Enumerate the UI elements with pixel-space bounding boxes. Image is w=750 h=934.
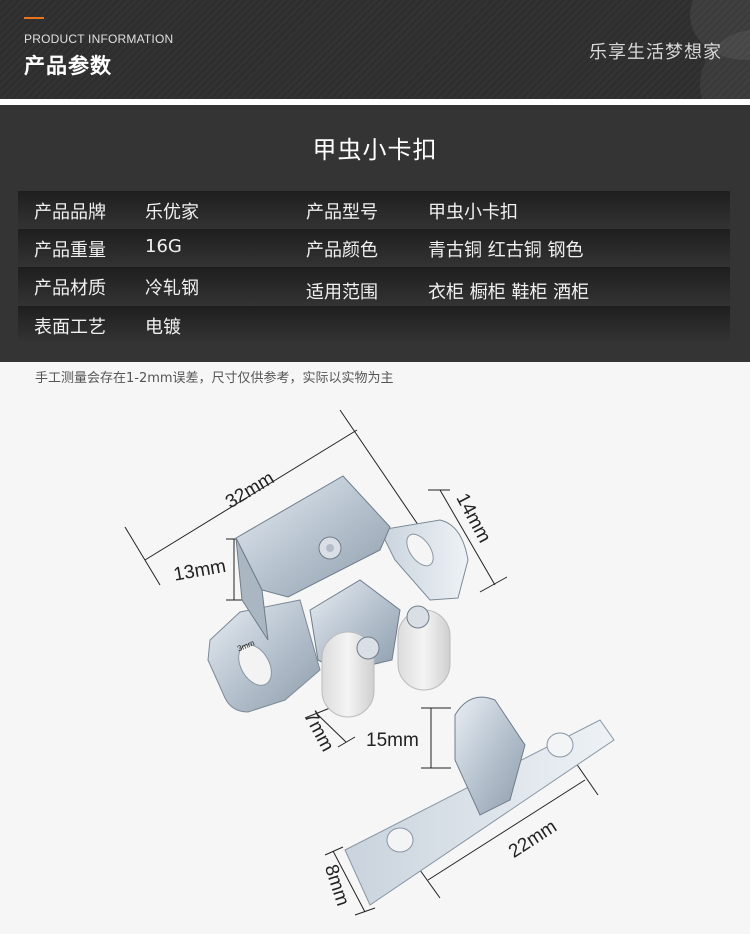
spec-row: 表面工艺 电镀 bbox=[18, 306, 730, 342]
spec-value: 电镀 bbox=[145, 317, 181, 338]
header-slogan: 乐享生活梦想家 bbox=[589, 42, 722, 63]
dim-strike-height-label: 15mm bbox=[366, 730, 419, 751]
header-title: 产品参数 bbox=[24, 54, 112, 78]
spec-label: 产品重量 bbox=[34, 240, 106, 261]
spec-panel: 甲虫小卡扣 产品品牌 乐优家 产品型号 甲虫小卡扣 产品重量 16G 产品颜色 … bbox=[0, 105, 750, 362]
spec-label: 产品品牌 bbox=[34, 202, 106, 223]
accent-line bbox=[24, 17, 44, 19]
product-dimension-drawing: 32mm 14mm 13mm 3mm 7mm 15mm 22mm 8mm bbox=[0, 390, 750, 934]
spec-label: 产品颜色 bbox=[306, 240, 378, 261]
spec-label: 产品型号 bbox=[306, 202, 378, 223]
spec-value: 青古铜 红古铜 钢色 bbox=[428, 240, 584, 261]
spec-value: 冷轧钢 bbox=[145, 278, 199, 299]
measurement-note: 手工测量会存在1-2mm误差，尺寸仅供参考，实际以实物为主 bbox=[35, 371, 394, 386]
catch-illustration bbox=[124, 409, 615, 916]
spec-table: 产品品牌 乐优家 产品型号 甲虫小卡扣 产品重量 16G 产品颜色 青古铜 红古… bbox=[18, 191, 730, 342]
product-name-title: 甲虫小卡扣 bbox=[312, 136, 438, 164]
spec-label: 产品材质 bbox=[34, 278, 106, 299]
spec-label: 适用范围 bbox=[306, 282, 378, 303]
spec-label: 表面工艺 bbox=[34, 317, 106, 338]
spec-value: 16G bbox=[145, 236, 182, 257]
spec-row: 产品品牌 乐优家 产品型号 甲虫小卡扣 bbox=[18, 191, 730, 229]
divider bbox=[0, 99, 750, 105]
spec-row: 产品材质 冷轧钢 适用范围 衣柜 橱柜 鞋柜 酒柜 bbox=[18, 267, 730, 306]
spec-value: 甲虫小卡扣 bbox=[428, 202, 518, 223]
header-banner: PRODUCT INFORMATION 产品参数 乐享生活梦想家 bbox=[0, 0, 750, 99]
spec-value: 乐优家 bbox=[145, 202, 199, 223]
header-subtitle-en: PRODUCT INFORMATION bbox=[24, 32, 174, 46]
spec-row: 产品重量 16G 产品颜色 青古铜 红古铜 钢色 bbox=[18, 229, 730, 267]
spec-value: 衣柜 橱柜 鞋柜 酒柜 bbox=[428, 282, 590, 303]
